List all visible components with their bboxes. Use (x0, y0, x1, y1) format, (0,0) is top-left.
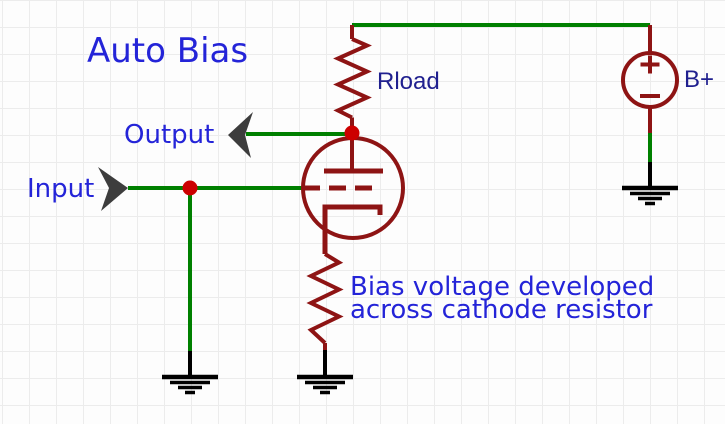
input-junction-dot (182, 180, 198, 196)
rload-zigzag (333, 37, 372, 120)
caption-line-1: Bias voltage developed (350, 272, 654, 302)
input-arrow-icon (98, 167, 128, 211)
cathode-resistor-zigzag (306, 252, 344, 345)
ground-symbol-cathode (297, 350, 353, 395)
caption-line-2: across cathode resistor (350, 295, 653, 325)
output-arrow-icon (228, 112, 253, 158)
cathode (322, 204, 383, 254)
bplus-label: B+ (684, 66, 714, 93)
input-label: Input (27, 174, 94, 204)
bplus-source (621, 25, 679, 133)
output-label: Output (124, 120, 214, 150)
cathode-resistor (306, 252, 344, 350)
plus-icon (640, 55, 660, 74)
rload-resistor (333, 25, 372, 133)
rload-label: Rload (377, 68, 440, 95)
triode-tube (301, 136, 405, 254)
diagram-title: Auto Bias (87, 31, 248, 71)
plate-junction-dot (344, 125, 360, 141)
ground-symbol-input (162, 351, 218, 395)
ground-symbol-bplus (622, 162, 678, 206)
